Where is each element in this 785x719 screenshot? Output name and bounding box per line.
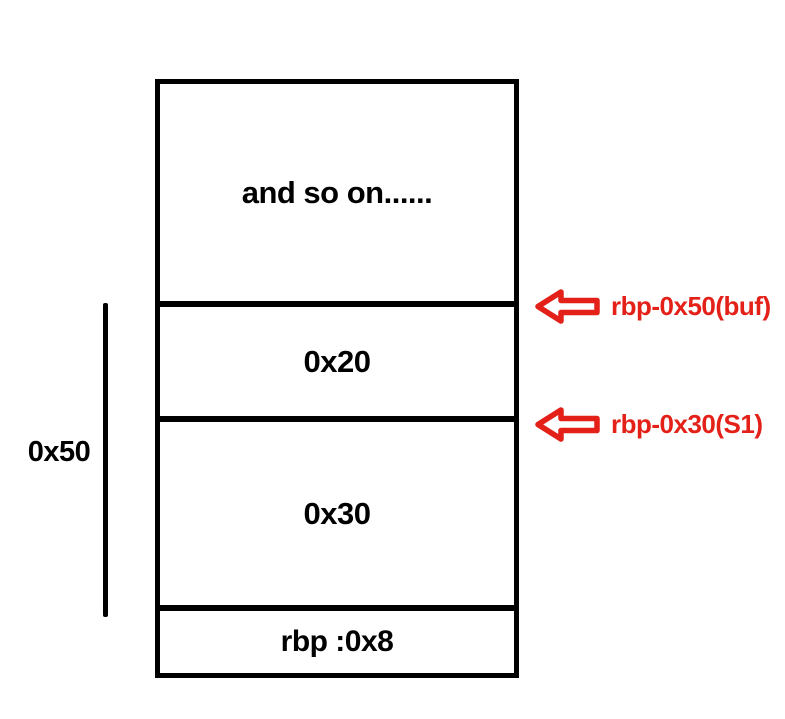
annotation-label: rbp-0x30(S1) bbox=[611, 409, 763, 439]
stack-section-0x20: 0x20 bbox=[160, 301, 514, 416]
stack-section-label: and so on...... bbox=[241, 174, 433, 210]
stack-section-0x30: 0x30 bbox=[160, 416, 514, 605]
stack-section-label: 0x30 bbox=[303, 495, 371, 531]
stack-section-label: rbp :0x8 bbox=[280, 625, 394, 658]
stack-section-label: 0x20 bbox=[303, 343, 371, 379]
left-block-arrow-icon bbox=[535, 407, 600, 442]
size-bracket-label: 0x50 bbox=[27, 436, 91, 468]
size-bracket-line bbox=[103, 303, 108, 617]
annotation-rbp-0x50-buf: rbp-0x50(buf) bbox=[532, 288, 771, 325]
stack-section-rbp-0x8: rbp :0x8 bbox=[160, 605, 514, 673]
stack-frame-box: and so on...... 0x20 0x30 rbp :0x8 bbox=[155, 79, 519, 678]
stack-section-and-so-on: and so on...... bbox=[160, 84, 514, 301]
left-block-arrow-icon bbox=[535, 289, 600, 324]
annotation-label: rbp-0x50(buf) bbox=[611, 291, 771, 321]
annotation-rbp-0x30-s1: rbp-0x30(S1) bbox=[532, 406, 763, 443]
